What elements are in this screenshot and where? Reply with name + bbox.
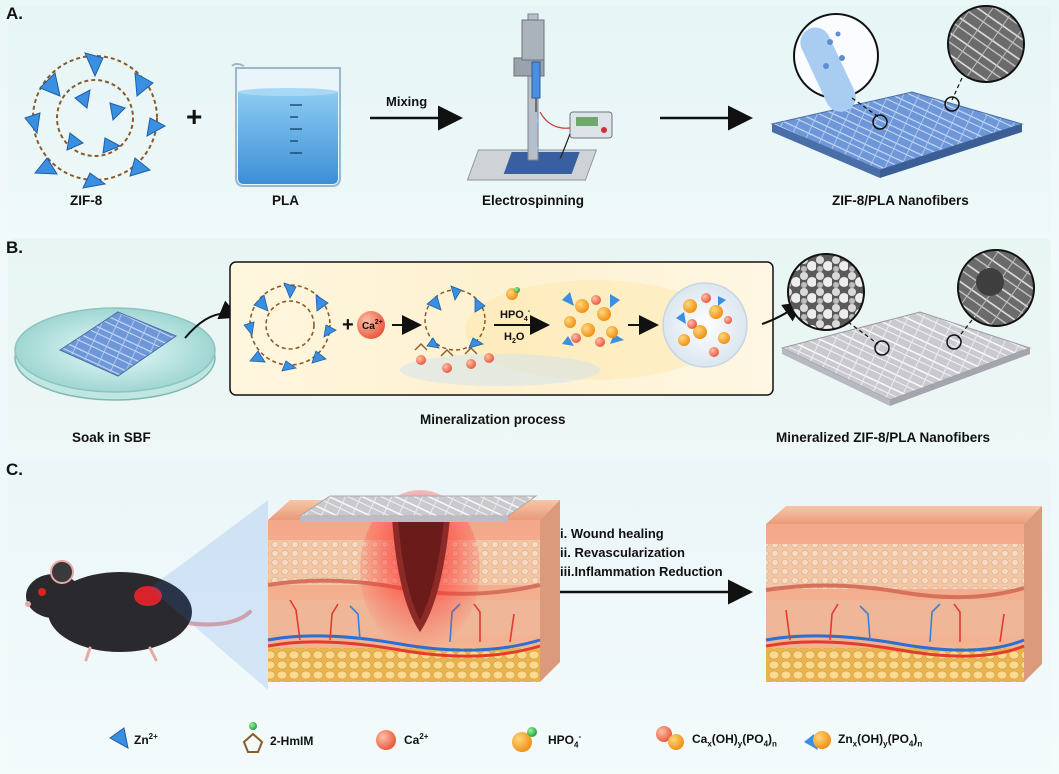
svg-text:HPO4-: HPO4- — [500, 308, 531, 323]
sem-image-mineralized-fibers — [946, 249, 1035, 350]
electrospinning-apparatus — [466, 13, 613, 181]
section-a-letter: A. — [6, 4, 23, 23]
legend-zn-phosphate: Znx(OH)y(PO4)n — [838, 732, 923, 749]
mineralization-process-box — [229, 261, 774, 396]
label-soak-in-sbf: Soak in SBF — [72, 430, 151, 445]
label-electrospinning: Electrospinning — [482, 193, 585, 208]
mineralized-particle — [662, 282, 748, 368]
label-mineralized-nanofibers: Mineralized ZIF-8/PLA Nanofibers — [776, 430, 991, 445]
mineralized-nanofiber-mat — [780, 311, 1032, 406]
plus-sign-b: + — [342, 314, 354, 336]
effect-inflammation-reduction: iii.Inflammation Reduction — [560, 564, 723, 579]
label-mixing: Mixing — [386, 94, 428, 109]
plus-sign-a: + — [186, 101, 202, 132]
label-zif8: ZIF-8 — [70, 193, 103, 208]
legend-ca-phosphate: Cax(OH)y(PO4)n — [692, 732, 777, 749]
zoom-beam — [150, 500, 268, 690]
magnified-single-fiber — [793, 13, 888, 130]
zif8-pla-nanofiber-mat — [770, 91, 1024, 178]
section-b-letter: B. — [6, 238, 23, 257]
healed-skin-block — [765, 506, 1042, 682]
svg-text:Ca2+: Ca2+ — [362, 319, 383, 332]
zif8-cage-illustration — [24, 52, 167, 189]
wound-skin-block-treated — [267, 490, 560, 682]
legend-icons — [109, 722, 831, 753]
effect-revascularization: ii. Revascularization — [560, 545, 685, 560]
label-mineralization-process: Mineralization process — [420, 412, 566, 427]
calcium-ion-badge: Ca2+ — [357, 311, 385, 339]
hpo4-water-reagent: HPO4- H2O — [500, 287, 531, 345]
effect-wound-healing: i. Wound healing — [560, 526, 664, 541]
petri-dish-sbf — [14, 307, 216, 401]
legend-ca: Ca2+ — [404, 732, 429, 747]
nucleation-cluster — [562, 292, 624, 347]
sem-image-mineral-aggregate — [787, 253, 890, 356]
section-c-letter: C. — [6, 460, 23, 479]
legend-2hmim: 2-HmIM — [270, 734, 314, 748]
legend-hpo4: HPO4- — [548, 732, 582, 750]
legend-zn: Zn2+ — [134, 732, 158, 747]
label-pla: PLA — [272, 193, 299, 208]
svg-text:H2O: H2O — [504, 331, 525, 345]
mouse-illustration — [25, 560, 252, 662]
sem-image-nanofibers — [944, 5, 1025, 112]
pla-beaker-illustration — [231, 63, 341, 187]
label-zif8-pla-nanofibers: ZIF-8/PLA Nanofibers — [832, 193, 969, 208]
degrading-framework — [414, 285, 494, 373]
zif8-cage-small — [243, 282, 337, 372]
